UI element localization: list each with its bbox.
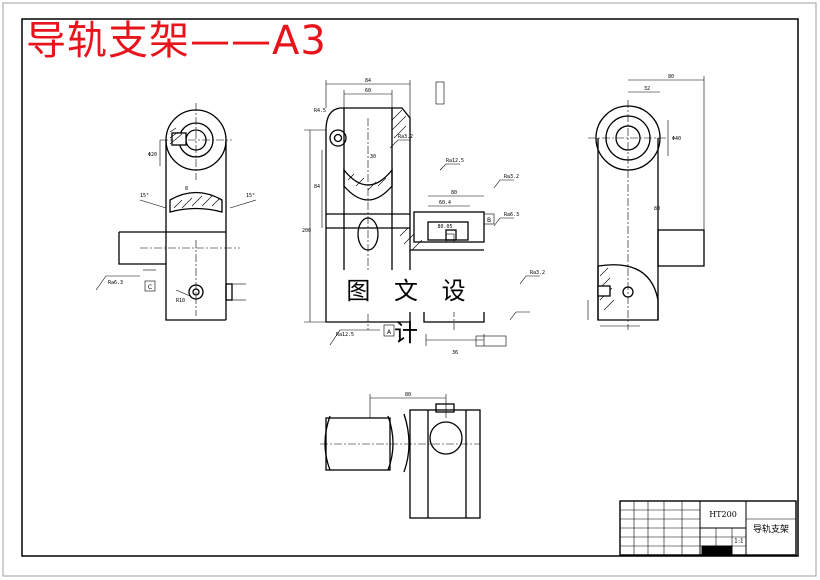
dim-side-height: 80 (654, 206, 660, 212)
dim-front-slot: 36 (452, 350, 458, 356)
watermark-text: 图 文 设 计 (330, 270, 490, 347)
roughness-front-right-1: Ra3.2 (504, 174, 519, 180)
roughness-front-right-3: Ra3.2 (530, 270, 545, 276)
roughness-front-bottom: Ra12.5 (336, 332, 354, 338)
left-view-annotations (95, 140, 257, 301)
left-view (118, 103, 240, 321)
dim-side-bore: Φ40 (672, 136, 681, 142)
dim-left-angle-1: 15° (140, 193, 149, 199)
drawing-title: 导轨支架——A3 (26, 18, 327, 64)
part-name-label: 导轨支架 (753, 523, 789, 535)
dim-side-width: 80 (668, 74, 674, 80)
dim-left-hole: R10 (176, 298, 185, 304)
dim-left-bore: Φ20 (148, 152, 157, 158)
front-view-dimensions (304, 80, 540, 347)
roughness-left: Ra6.3 (108, 280, 123, 286)
bottom-view (320, 394, 481, 519)
dim-front-hole-depth: 80.05 (437, 224, 452, 230)
dim-front-mid-height: 84 (314, 184, 320, 190)
roughness-front-mid: Ra12.5 (446, 158, 464, 164)
datum-c: C (148, 284, 152, 291)
title-block (619, 500, 797, 556)
roughness-front-top: Ra3.2 (398, 134, 413, 140)
datum-b: B (487, 217, 491, 224)
datum-a: A (387, 329, 392, 336)
dim-front-base: 80 (451, 190, 457, 196)
dim-side-offset: 32 (644, 86, 650, 92)
material-label: HT200 (709, 510, 737, 519)
dim-left-angle-2: 15° (246, 193, 255, 199)
dim-front-bore: R4.5 (314, 108, 326, 114)
dim-front-base-tol: 60.4 (439, 200, 451, 206)
dim-front-width-inner: 60 (365, 88, 371, 94)
scale-label: 1:1 (734, 538, 744, 545)
dim-bottom-width: 80 (405, 392, 411, 398)
dim-front-width-overall: 84 (365, 78, 371, 84)
dim-left-pin: 8 (185, 186, 188, 192)
right-view (588, 100, 705, 330)
right-view-dimensions (587, 76, 705, 327)
drawing-frame (21, 18, 799, 557)
dim-front-height: 200 (302, 228, 311, 234)
dim-front-offset: 30 (370, 154, 376, 160)
roughness-front-right-2: Ra6.3 (504, 212, 519, 218)
